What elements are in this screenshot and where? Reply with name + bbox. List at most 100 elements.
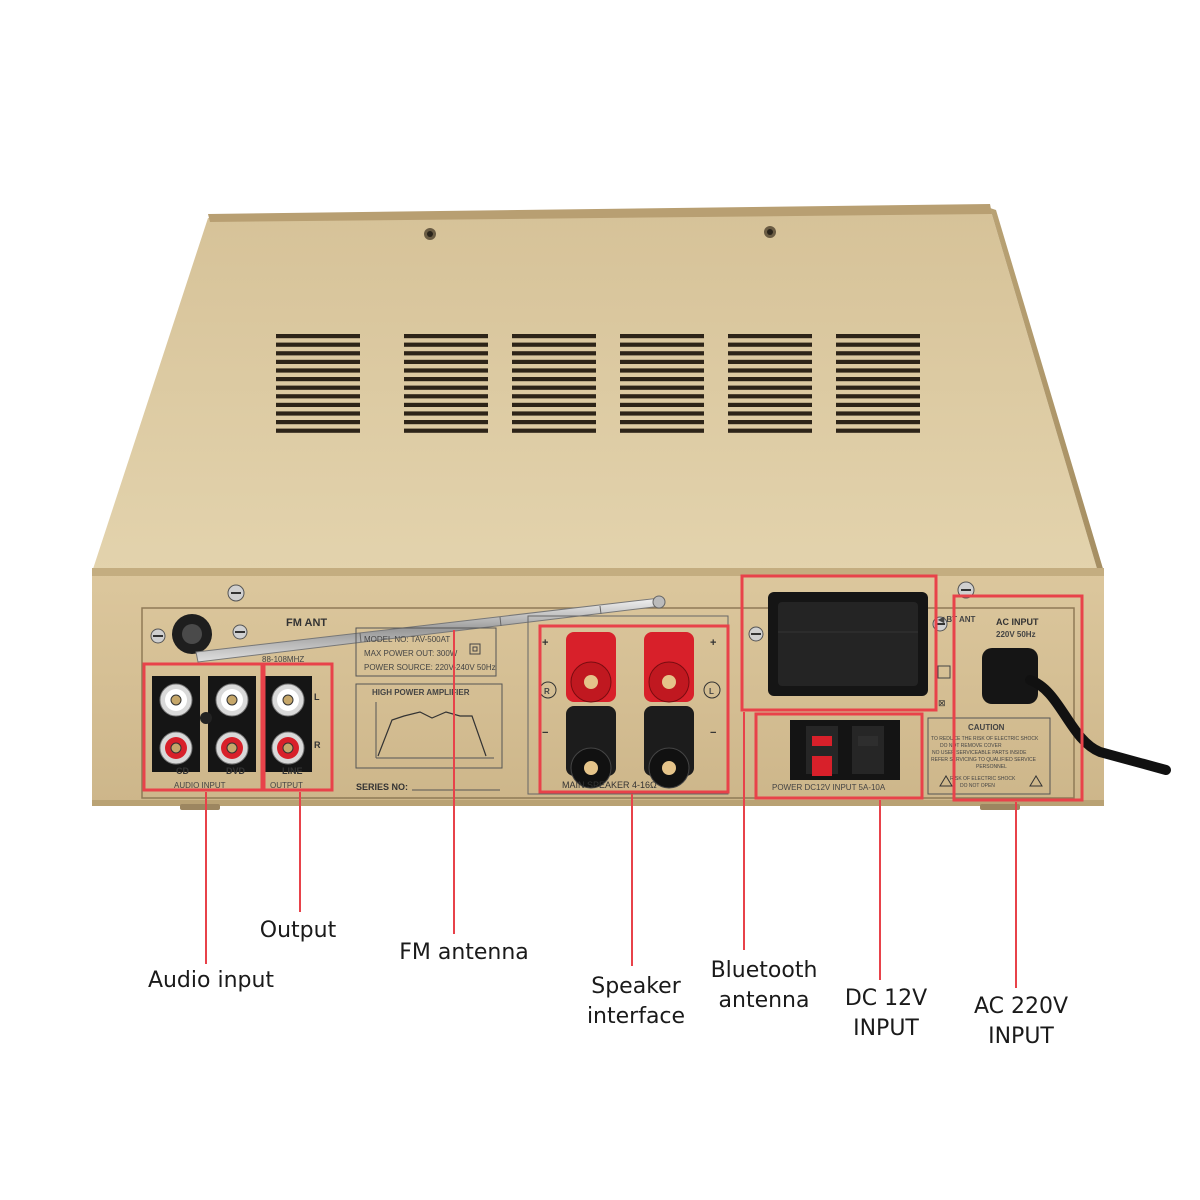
power-source: POWER SOURCE: 220V-240V 50Hz — [364, 663, 496, 672]
ventilation-slots — [276, 334, 920, 433]
dc-input-label: POWER DC12V INPUT 5A-10A — [772, 783, 886, 792]
bluetooth-line-2: antenna — [718, 988, 810, 1013]
vent-slot — [276, 428, 360, 433]
frequency-response-graph: HIGH POWER AMPLIFIER — [355, 683, 503, 769]
vent-slot — [728, 377, 812, 382]
vent-slot — [728, 351, 812, 356]
vent-slot — [512, 394, 596, 399]
front-screw-icon — [232, 624, 248, 640]
dc-power-terminal — [790, 720, 900, 780]
warning-triangle-icon — [939, 775, 953, 787]
main-speaker-label: MAIN SPEAKER 4-16Ω — [562, 780, 657, 790]
fm-ant-label: FM ANT — [286, 617, 327, 629]
bt-ant-label: ◀ BT ANT — [937, 615, 976, 624]
speaker-line-2: interface — [586, 1004, 686, 1029]
vent-slot — [620, 334, 704, 339]
vent-slot — [404, 402, 488, 407]
plus-label: + — [710, 637, 716, 649]
cd-left-jack[interactable] — [152, 676, 200, 724]
front-screw-icon — [150, 628, 166, 644]
series-no-label: SERIES NO: — [356, 782, 408, 792]
vent-slot — [404, 359, 488, 364]
front-screw-icon — [227, 584, 245, 602]
vent-slot — [512, 334, 596, 339]
vent-slot — [404, 377, 488, 382]
dvd-left-jack[interactable] — [208, 676, 256, 724]
vent-slot — [404, 411, 488, 416]
line-left-jack[interactable] — [264, 676, 312, 724]
vent-slot — [276, 402, 360, 407]
ac-input-callout: AC 220V INPUT — [956, 992, 1086, 1052]
minus-label: − — [710, 727, 716, 739]
vent-slot — [620, 411, 704, 416]
dvd-right-jack[interactable] — [208, 724, 256, 772]
vent-slot — [276, 334, 360, 339]
vent-slot — [276, 368, 360, 373]
plus-label: + — [542, 637, 548, 649]
vent-slot — [404, 428, 488, 433]
fm-frequency-label: 88-108MHZ — [262, 655, 304, 664]
telescopic-antenna[interactable] — [195, 595, 666, 663]
dc-input-highlight — [754, 712, 924, 800]
bluetooth-antenna-module — [768, 592, 928, 696]
ac-line-1: AC 220V — [973, 994, 1069, 1019]
vent-slot — [836, 411, 920, 416]
vent-slot — [404, 394, 488, 399]
line-right-jack[interactable] — [264, 724, 312, 772]
ac-spec-label: 220V 50Hz — [996, 630, 1036, 639]
channel-r-label: R — [314, 740, 321, 750]
vent-slot — [404, 334, 488, 339]
vent-slot — [276, 377, 360, 382]
caution-line: DO NOT REMOVE COVER — [940, 743, 1002, 749]
vent-slot — [276, 351, 360, 356]
ac-input-label: AC INPUT — [996, 617, 1039, 627]
speaker-terminals: + + − − R L MAIN SPEAKER 4-16Ω — [527, 615, 729, 795]
speaker-line-1: Speaker — [591, 974, 681, 999]
fm-antenna-text: FM antenna — [399, 940, 529, 965]
vent-slot — [512, 411, 596, 416]
vent-slot — [728, 411, 812, 416]
ground-screw-icon — [200, 712, 212, 724]
vent-slot — [620, 342, 704, 347]
bluetooth-highlight — [740, 574, 938, 712]
vent-slot — [728, 334, 812, 339]
black-terminal-l[interactable] — [644, 706, 694, 789]
bluetooth-antenna-callout: Bluetooth antenna — [694, 956, 834, 1016]
dc-input-callout: DC 12V INPUT — [826, 984, 946, 1044]
audio-input-callout: Audio input — [136, 966, 286, 996]
vent-slot — [276, 385, 360, 390]
cd-right-jack[interactable] — [152, 724, 200, 772]
vent-slot — [404, 342, 488, 347]
red-terminal-l[interactable] — [644, 632, 694, 703]
highlight-boxes — [142, 574, 1084, 802]
vent-slot — [620, 394, 704, 399]
vent-slot — [836, 402, 920, 407]
red-terminal-r[interactable] — [566, 632, 616, 703]
vent-slot — [276, 411, 360, 416]
speaker-l-badge: L — [709, 687, 714, 696]
vent-slot — [404, 351, 488, 356]
bluetooth-line-1: Bluetooth — [710, 958, 818, 983]
vent-slot — [512, 385, 596, 390]
vent-slot — [836, 420, 920, 425]
speaker-interface-callout: Speaker interface — [566, 972, 706, 1032]
vent-slot — [276, 359, 360, 364]
black-terminal-r[interactable] — [566, 706, 616, 789]
vent-slot — [728, 428, 812, 433]
dc-line-2: INPUT — [853, 1016, 919, 1041]
vent-slot — [276, 394, 360, 399]
vent-slot — [512, 342, 596, 347]
front-screw-icon — [748, 626, 764, 642]
vent-slot — [836, 359, 920, 364]
vent-slot — [404, 368, 488, 373]
max-power: MAX POWER OUT: 300W — [364, 649, 458, 658]
vent-slot — [512, 351, 596, 356]
vent-slot — [728, 385, 812, 390]
line-label: LINE — [282, 766, 303, 776]
ac-line-2: INPUT — [988, 1024, 1054, 1049]
vent-slot — [728, 359, 812, 364]
top-screw-icon — [424, 228, 436, 240]
dvd-label: DVD — [226, 766, 246, 776]
ac-power-cable — [982, 648, 1171, 775]
